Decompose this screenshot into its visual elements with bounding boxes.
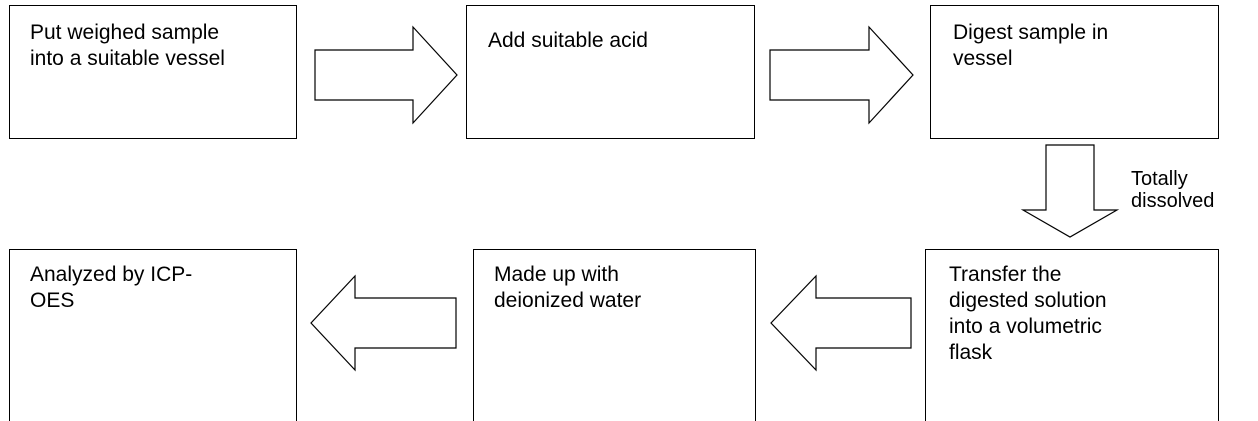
arrow-left-1	[770, 274, 912, 372]
step-text: Put weighed sample into a suitable vesse…	[30, 21, 225, 70]
step-transfer: Transfer the digested solution into a vo…	[925, 249, 1219, 421]
step-make-up: Made up with deionized water	[473, 249, 756, 421]
arrow-right-2	[769, 25, 914, 125]
step-put-sample: Put weighed sample into a suitable vesse…	[9, 5, 297, 139]
step-add-acid: Add suitable acid	[466, 5, 755, 139]
step-analyze: Analyzed by ICP- OES	[9, 249, 297, 421]
step-text: Digest sample in vessel	[953, 21, 1109, 70]
step-text: Add suitable acid	[488, 29, 648, 52]
arrow-left-2	[310, 274, 457, 372]
edge-label-totally-dissolved: Totally dissolved	[1131, 168, 1215, 212]
arrow-down-1	[1020, 144, 1120, 238]
step-digest: Digest sample in vessel	[930, 5, 1219, 139]
arrow-right-1	[314, 25, 458, 125]
step-text: Analyzed by ICP- OES	[30, 263, 193, 312]
step-text: Transfer the digested solution into a vo…	[949, 263, 1107, 364]
step-text: Made up with deionized water	[494, 263, 642, 312]
